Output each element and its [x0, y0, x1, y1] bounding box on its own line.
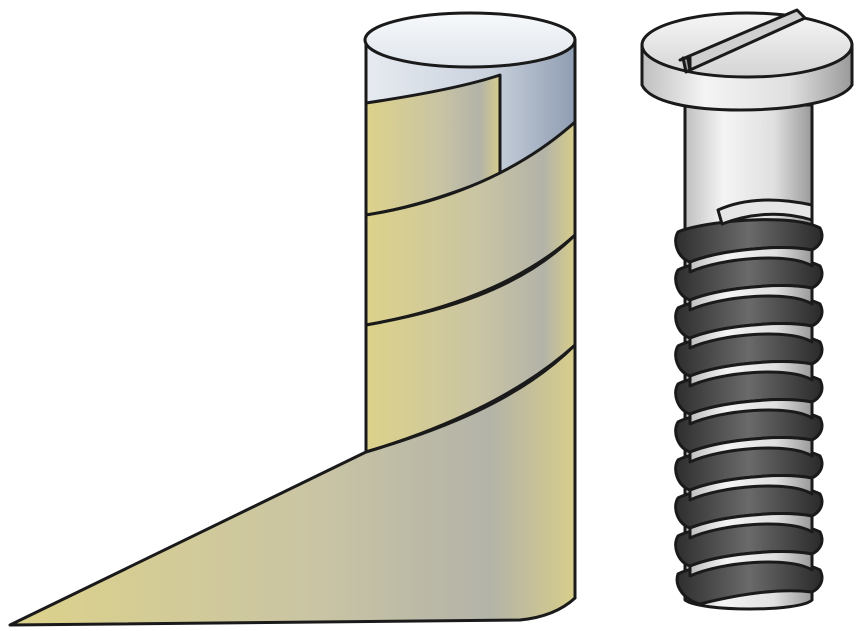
crest — [688, 398, 814, 426]
crest — [688, 474, 814, 502]
thread-runout — [716, 198, 814, 226]
crest — [688, 550, 814, 578]
crest — [688, 322, 814, 350]
crest — [688, 360, 814, 388]
crest — [688, 246, 814, 274]
inclined-plane-icon — [8, 343, 577, 627]
crest — [688, 436, 814, 464]
cylinder-top — [363, 11, 577, 69]
crest — [688, 284, 814, 312]
screw-slot-inner — [681, 56, 692, 74]
screw-crests — [688, 246, 814, 578]
screw-icon — [640, 8, 854, 611]
crest — [688, 512, 814, 540]
